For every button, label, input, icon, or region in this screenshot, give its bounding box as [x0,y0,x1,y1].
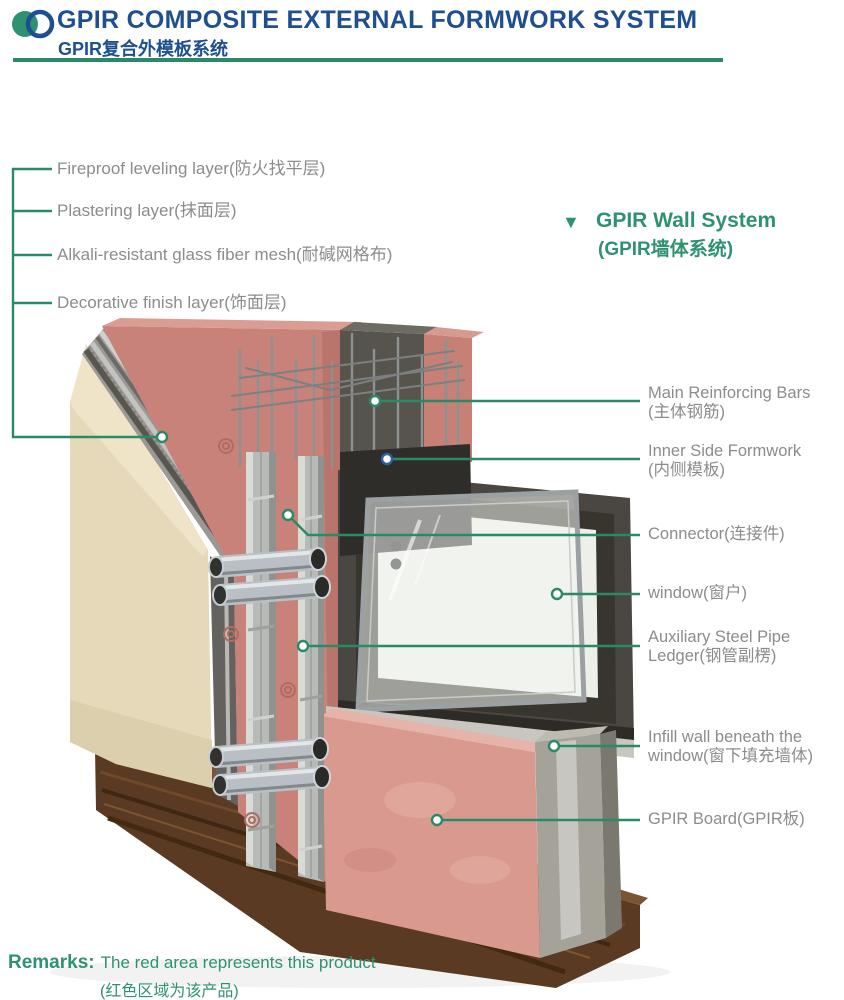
remarks-label: Remarks: [8,952,95,973]
marker-window [550,587,564,601]
marker-inner-formwork [380,452,394,466]
marker-main-bars [368,394,382,408]
label-main-reinforcing-bars: Main Reinforcing Bars (主体钢筋) [648,384,811,421]
label-inner-side-formwork: Inner Side Formwork (内侧模板) [648,442,802,479]
label-gpir-board: GPIR Board(GPIR板) [648,810,805,828]
remarks: Remarks: The red area represents this pro… [8,952,376,974]
steel-pipe-ledger-upper [208,547,331,606]
marker-aux-pipe [296,639,310,653]
infill-wall-block [535,726,622,958]
decorative-finish-panel [70,344,212,788]
marker-gpir-board [430,813,444,827]
reinforcing-bar-cage [231,332,465,472]
leader-connector [290,517,640,537]
section-triangle-icon: ▼ [562,212,580,232]
remarks-subtext: (红色区域为该产品) [100,983,239,1000]
leader-lines [11,167,640,822]
window-glass-pane [355,489,587,713]
label-connector: Connector(连接件) [648,525,785,543]
anchor-caps [218,438,296,828]
label-infill-wall: Infill wall beneath the window(窗下填充墙体) [648,728,814,765]
section-subtitle: (GPIR墙体系统) [598,239,734,260]
leader-markers [155,394,564,827]
gpir-board-lower [322,708,544,958]
steel-pipe-ledger-lower [208,737,331,796]
marker-infill [547,739,561,753]
label-glass-fiber-mesh: Alkali-resistant glass fiber mesh(耐碱网格布) [57,245,393,264]
label-window: window(窗户) [648,584,748,602]
page-subtitle: GPIR复合外模板系统 [58,39,229,59]
header-rule [13,58,723,62]
label-decorative-finish-layer: Decorative finish layer(饰面层) [57,293,287,312]
brand-venn-icon [12,9,55,39]
page-title: GPIR COMPOSITE EXTERNAL FORMWORK SYSTEM [57,6,698,34]
marker-finish-layers [155,430,169,444]
remarks-text: The red area represents this product [100,953,376,972]
label-fireproof-leveling-layer: Fireproof leveling layer(防火找平层) [57,159,326,178]
label-plastering-layer: Plastering layer(抹面层) [57,201,237,220]
marker-connector [281,508,295,522]
steel-channel-right [298,456,324,882]
section-title: GPIR Wall System [596,209,777,232]
steel-channel-left [246,452,276,872]
label-aux-steel-pipe-ledger: Auxiliary Steel Pipe Ledger(钢管副楞) [648,628,791,665]
